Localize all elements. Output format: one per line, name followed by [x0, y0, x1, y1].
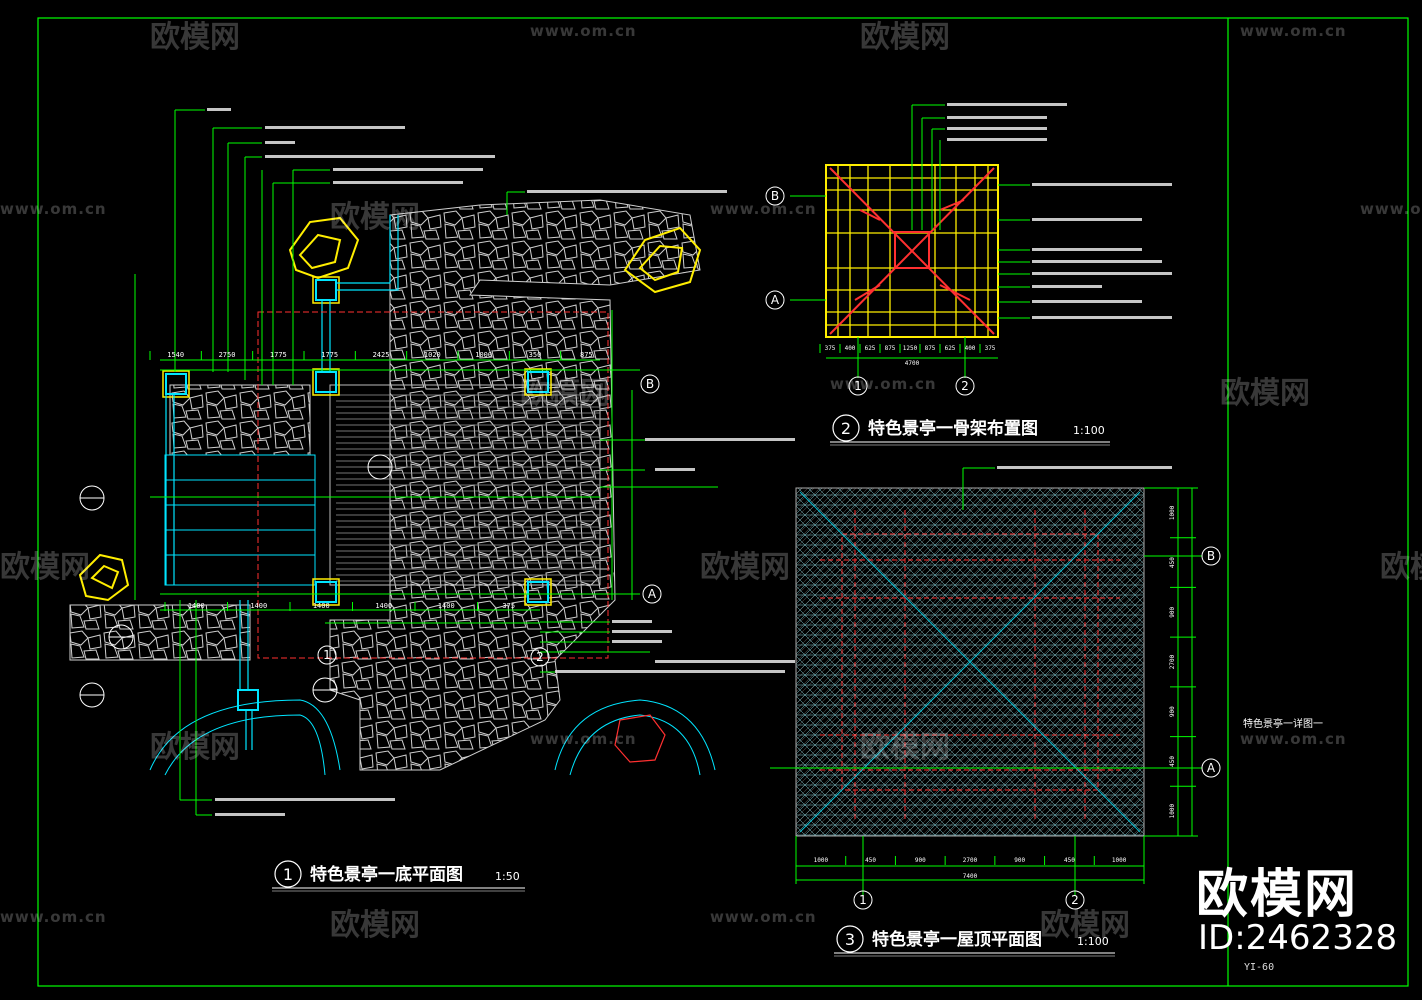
dimension-label: 625 [865, 345, 876, 352]
view1-floor-plan: 1540 2750 1775 1775 2425 1020 1000 350 875 1400 14… [69, 108, 795, 892]
view1-number: 1 [283, 865, 293, 884]
watermark-brand: 欧模网 [520, 376, 610, 411]
dimension-label: 1775 [321, 351, 338, 359]
dimension-label: 375 [502, 602, 515, 610]
dimension-label: 900 [1014, 857, 1025, 864]
dimension-label: 1020 [424, 351, 441, 359]
dimension-label: 350 [529, 351, 542, 359]
view1-leader-lines [134, 109, 718, 816]
grid-label-1: 1 [323, 648, 331, 662]
watermark-brand: 欧模网 [1220, 376, 1310, 411]
dimension-label: 2425 [373, 351, 390, 359]
v2-grid-label-b: B [771, 189, 779, 203]
dimension-label: 1400 [188, 602, 205, 610]
view1-grid-bubbles [317, 374, 662, 667]
v3-grid-label-1: 1 [859, 893, 867, 907]
view2-scale: 1:100 [1073, 424, 1105, 437]
v3-grid-label-a: A [1207, 761, 1216, 775]
watermark-brand: 欧模网 [1380, 550, 1422, 585]
brand-logo-text: 欧模网 [1196, 865, 1359, 925]
dimension-label: 1400 [375, 602, 392, 610]
stone-paving-left [169, 384, 311, 456]
watermark-brand: 欧模网 [860, 730, 950, 765]
watermark-brand: 欧模网 [330, 908, 420, 943]
view2-number: 2 [841, 419, 851, 438]
dimension-label: 1400 [438, 602, 455, 610]
dimension-label: 875 [580, 351, 593, 359]
stone-strip [69, 604, 251, 661]
grid-label-2: 2 [536, 650, 544, 664]
dimension-label: 900 [915, 857, 926, 864]
watermark-url: www.om.cn [710, 200, 817, 218]
view2-framing-layout: 375 400 625 875 1250 875 625 400 375 4700 B A 1 2… [765, 103, 1172, 446]
dimension-label: 450 [1169, 557, 1176, 568]
dimension-label: 2700 [963, 857, 978, 864]
dimension-label: 450 [865, 857, 876, 864]
view3-title: 特色景亭一屋顶平面图 [872, 929, 1042, 950]
dimension-label: 400 [965, 345, 976, 352]
dimension-label: 1250 [903, 345, 918, 352]
watermark-brand: 欧模网 [860, 20, 950, 55]
grid-label-a: A [648, 587, 657, 601]
dimension-label: 900 [1169, 706, 1176, 717]
watermark-url: www.om.cn [0, 200, 107, 218]
v2-grid-label-2: 2 [961, 379, 969, 393]
dimension-label: 900 [1169, 606, 1176, 617]
view3-number: 3 [845, 930, 855, 949]
dimension-label: 1400 [250, 602, 267, 610]
view2-title: 特色景亭一骨架布置图 [868, 418, 1038, 439]
dimension-label: 1000 [1169, 804, 1176, 819]
watermark-brand: 欧模网 [330, 200, 420, 235]
watermark-url: www.om.cn [1240, 22, 1347, 40]
v3-grid-label-b: B [1207, 549, 1215, 563]
dimension-label: 1400 [313, 602, 330, 610]
dimension-label: 2700 [1169, 654, 1176, 669]
dimension-total: 7400 [963, 873, 978, 880]
dimension-label: 1540 [167, 351, 184, 359]
watermark-url: www.om.cn [0, 908, 107, 926]
watermark-brand: 欧模网 [700, 550, 790, 585]
dimension-label: 375 [825, 345, 836, 352]
dimension-total: 4700 [905, 360, 920, 367]
dimension-label: 1000 [475, 351, 492, 359]
dimension-label: 400 [845, 345, 856, 352]
watermark-url: www.om.cn [830, 375, 937, 393]
dimension-label: 375 [985, 345, 996, 352]
v2-grid-label-a: A [771, 293, 780, 307]
view1-title: 特色景亭一底平面图 [310, 864, 463, 885]
view3-scale: 1:100 [1077, 935, 1109, 948]
watermark-brand: 欧模网 [150, 730, 240, 765]
dimension-label: 1000 [814, 857, 829, 864]
v2-grid-label-1: 1 [854, 379, 862, 393]
sheet-code: YI-60 [1244, 962, 1275, 973]
dimension-label: 1775 [270, 351, 287, 359]
dimension-label: 2750 [219, 351, 236, 359]
dimension-label: 1000 [1112, 857, 1127, 864]
watermark-brand: 欧模网 [1040, 908, 1130, 943]
sheet-title: 特色景亭一详图一 [1243, 719, 1323, 730]
watermark-url: www.om.cn [1360, 200, 1422, 218]
watermark-brand: 欧模网 [150, 20, 240, 55]
watermark-url: www.om.cn [1240, 730, 1347, 748]
model-id: ID:2462328 [1198, 918, 1398, 958]
dimension-label: 450 [1064, 857, 1075, 864]
dimension-label: 625 [945, 345, 956, 352]
dimension-label: 875 [925, 345, 936, 352]
view3-roof-plan: 1000 450 900 2700 900 450 1000 7400 1000 450 900 27… [770, 466, 1221, 957]
drawing-frame [37, 17, 1409, 987]
dimension-label: 1000 [1169, 505, 1176, 520]
watermark-url: www.om.cn [710, 908, 817, 926]
dimension-label: 450 [1169, 756, 1176, 767]
rock-outlines [78, 216, 702, 602]
watermark-url: www.om.cn [530, 730, 637, 748]
view1-scale: 1:50 [495, 870, 520, 883]
dimension-label: 875 [885, 345, 896, 352]
v3-grid-label-2: 2 [1071, 893, 1079, 907]
step-area [164, 454, 316, 586]
watermark-brand: 欧模网 [0, 550, 90, 585]
section-markers [79, 454, 393, 708]
watermark-url: www.om.cn [530, 22, 637, 40]
grid-label-b: B [646, 377, 654, 391]
